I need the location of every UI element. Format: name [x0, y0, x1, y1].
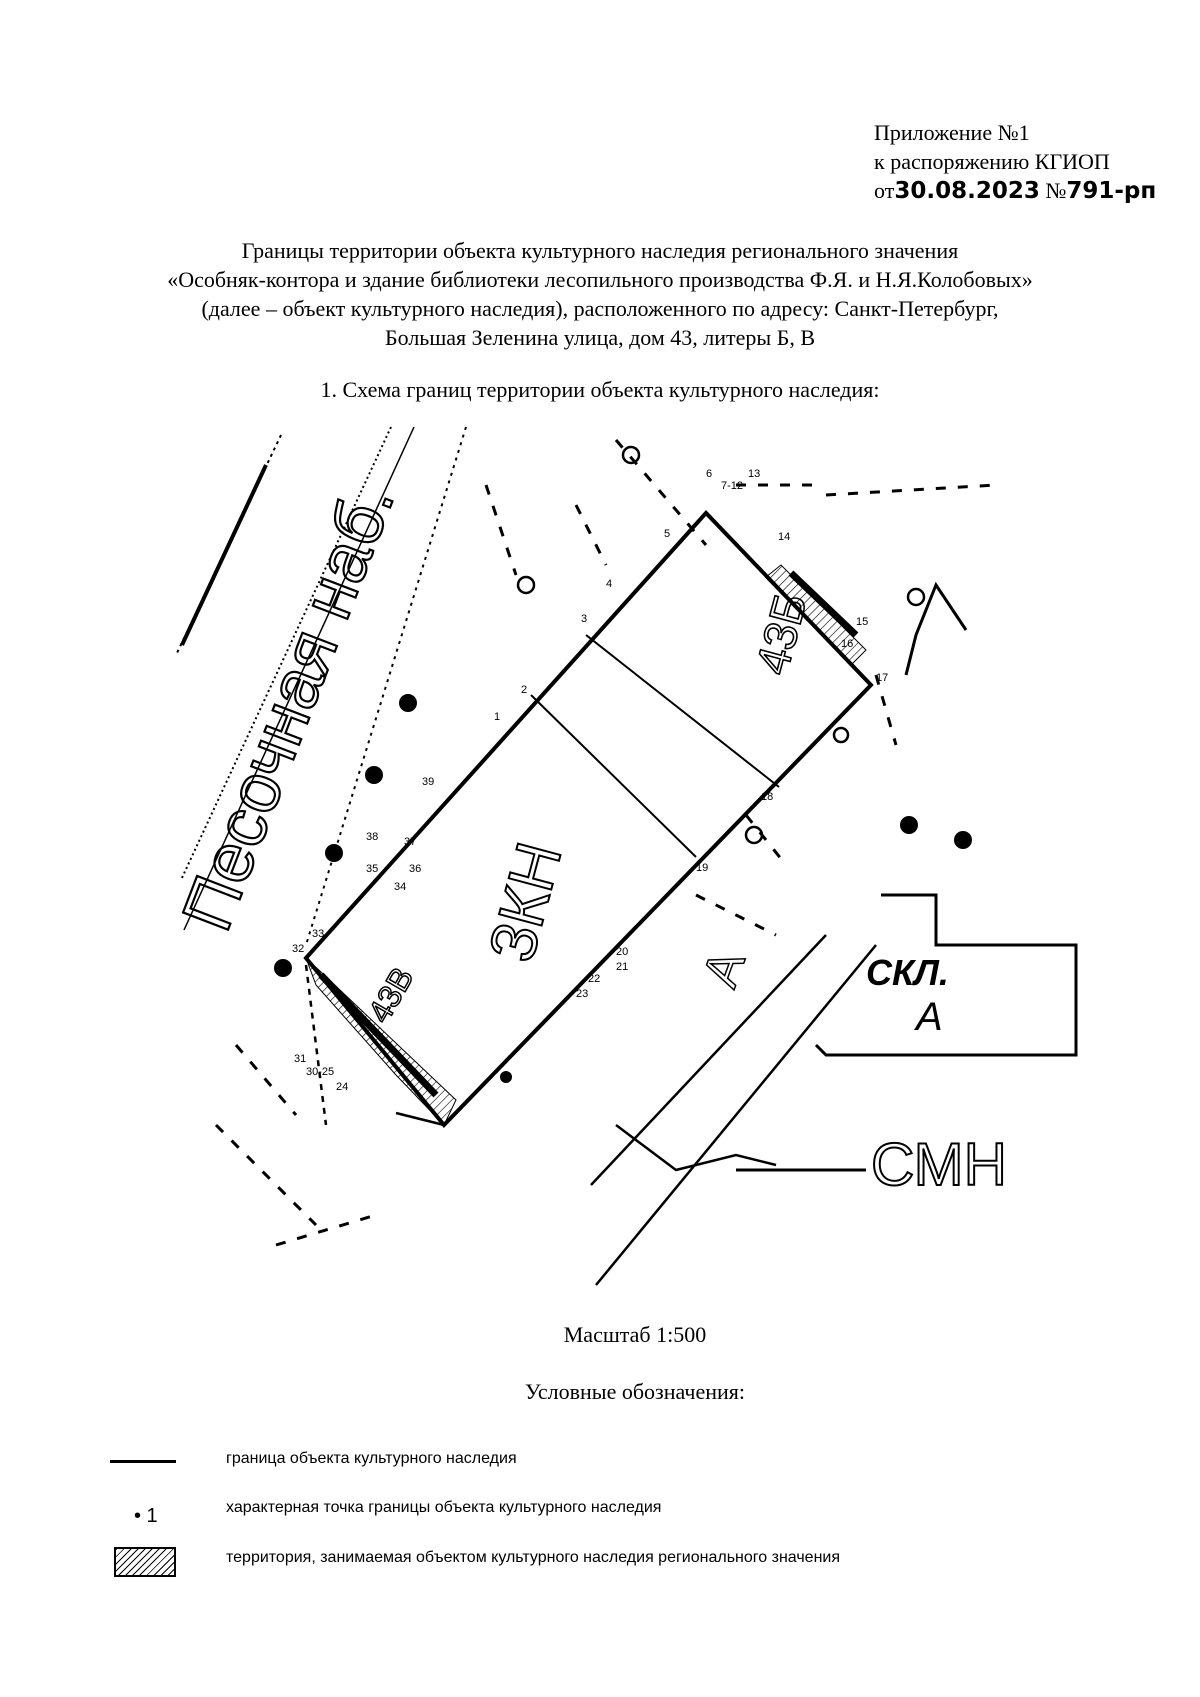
- point-label-36: 36: [409, 863, 421, 875]
- point-label-16: 16: [841, 638, 853, 650]
- point-label-19: 19: [696, 862, 708, 874]
- point-label-24: 24: [336, 1081, 348, 1093]
- point-label-30-25: 30-25: [306, 1066, 334, 1078]
- boundary-line-symbol: [110, 1460, 176, 1463]
- point-label-39: 39: [422, 776, 434, 788]
- map-scale: Масштаб 1:500: [563, 1322, 707, 1347]
- building-b-label: 43Б: [745, 588, 816, 680]
- boundary-map: Песочная наб. 3КН 43Б 43В СКЛ. А А СМН: [176, 426, 1078, 1286]
- storage-outline: [814, 893, 1078, 1057]
- point-label-34: 34: [394, 881, 406, 893]
- thick-segments: [318, 570, 859, 1098]
- point-label-32: 32: [292, 943, 304, 955]
- annex-number-prefix: №: [1045, 178, 1067, 203]
- annex-number: 791-рп: [1066, 178, 1157, 204]
- point-label-33: 33: [312, 928, 324, 940]
- point-label-38: 38: [366, 831, 378, 843]
- point-label-31: 31: [294, 1053, 306, 1065]
- point-label-18: 18: [761, 791, 773, 803]
- hatch-symbol: [114, 1547, 176, 1577]
- point-label-23: 23: [576, 988, 588, 1000]
- point-label-21: 21: [616, 961, 628, 973]
- point-label-7-12: 7-12: [721, 480, 743, 492]
- point-label-15: 15: [856, 616, 868, 628]
- title-line-1: Границы территории объекта культурного н…: [241, 238, 959, 263]
- point-symbol: • 1: [134, 1505, 158, 1527]
- annex-date-prefix: от: [874, 178, 895, 203]
- point-label-6: 6: [706, 468, 712, 480]
- point-label-22: 22: [588, 973, 600, 985]
- annex-header: Приложение №1 к распоряжению КГИОП от30.…: [874, 118, 1156, 206]
- legend-text-boundary: граница объекта культурного наследия: [226, 1450, 517, 1467]
- legend-text-hatch: территория, занимаемая объектом культурн…: [226, 1549, 840, 1566]
- point-label-37: 37: [404, 836, 416, 848]
- point-label-1: 1: [494, 711, 500, 723]
- legend-text-point: характерная точка границы объекта культу…: [226, 1499, 662, 1516]
- point-label-17: 17: [876, 672, 888, 684]
- point-label-13: 13: [748, 468, 760, 480]
- annex-date: 30.08.2023: [894, 178, 1040, 204]
- surrounding-lines: [304, 581, 968, 1286]
- point-label-35: 35: [366, 863, 378, 875]
- storage-label: СКЛ.: [866, 952, 949, 993]
- vegetation-marks: [214, 439, 997, 1247]
- point-label-20: 20: [616, 946, 628, 958]
- annex-line-2: к распоряжению КГИОП: [874, 149, 1110, 174]
- title-line-3: (далее – объект культурного наследия), р…: [201, 296, 999, 321]
- point-labels: 1 2 3 4 5 6 7-12 13 14 15 16 17 18 19 20…: [292, 468, 888, 1093]
- point-label-14: 14: [778, 531, 790, 543]
- tree-markers: [274, 694, 972, 1083]
- title-line-2: «Особняк-контора и здание библиотеки лес…: [167, 267, 1033, 292]
- section-heading: 1. Схема границ территории объекта культ…: [320, 377, 880, 402]
- point-label-4: 4: [606, 578, 612, 590]
- open-circles: [516, 445, 926, 845]
- letter-a-label: А: [692, 943, 756, 994]
- legend-title: Условные обозначения:: [524, 1379, 746, 1404]
- point-label-3: 3: [581, 613, 587, 625]
- building-main-label: 3КН: [475, 835, 575, 969]
- document-title: Границы территории объекта культурного н…: [100, 236, 1100, 352]
- smn-label: СМН: [871, 1131, 1007, 1198]
- point-label-5: 5: [664, 528, 670, 540]
- embankment-lines: [176, 426, 467, 946]
- annex-line-1: Приложение №1: [874, 120, 1030, 145]
- point-label-2: 2: [521, 684, 527, 696]
- storage-letter: А: [914, 995, 943, 1039]
- title-line-4: Большая Зеленина улица, дом 43, литеры Б…: [384, 325, 816, 350]
- annex-date-line: от30.08.2023 №791-рп: [874, 176, 1156, 206]
